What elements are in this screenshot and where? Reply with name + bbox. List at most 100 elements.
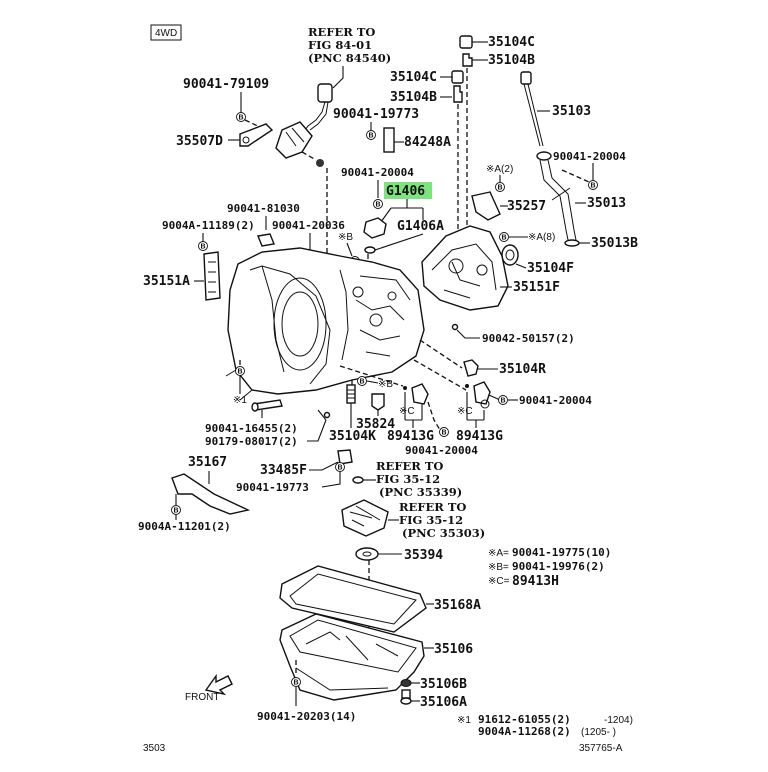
part-label-35013[interactable]: 35013 bbox=[587, 196, 626, 211]
part-label-35168A[interactable]: 35168A bbox=[434, 598, 481, 613]
plug-35104R-part[interactable] bbox=[463, 359, 479, 377]
part-label-90041-20004-bottom[interactable]: 90041-20004 bbox=[405, 444, 478, 457]
svg-text:B: B bbox=[360, 379, 365, 386]
dipstick-35103-part[interactable] bbox=[520, 71, 544, 147]
part-label-33485F[interactable]: 33485F bbox=[260, 463, 307, 478]
neutral-start-switch-part[interactable] bbox=[275, 83, 333, 159]
bolt-marker: B bbox=[235, 366, 245, 376]
legend: ※A= 90041-19775(10) ※B= 90041-19976(2) ※… bbox=[488, 546, 611, 589]
part-label-90041-20004-top[interactable]: 90041-20004 bbox=[341, 166, 414, 179]
part-label-90041-79109[interactable]: 90041-79109 bbox=[183, 77, 269, 92]
reference-line: (PNC 35339) bbox=[379, 485, 462, 499]
part-label-35257[interactable]: 35257 bbox=[507, 199, 546, 214]
part-label-35167[interactable]: 35167 bbox=[188, 455, 227, 470]
spring-35104K-part[interactable] bbox=[346, 384, 356, 404]
transmission-case-part[interactable] bbox=[225, 247, 425, 401]
part-label-90041-81030[interactable]: 90041-81030 bbox=[227, 202, 300, 215]
part-label-35507D[interactable]: 35507D bbox=[176, 134, 223, 149]
speed-sensor-89413G-left-part[interactable] bbox=[411, 383, 429, 405]
part-label-9004A-11189[interactable]: 9004A-11189(2) bbox=[162, 219, 255, 232]
reference-fig-35-12-b[interactable]: REFER TO FIG 35-12 (PNC 35303) bbox=[399, 500, 485, 540]
part-label-35104C-2[interactable]: 35104C bbox=[390, 70, 437, 85]
cap-35104C-2-part[interactable] bbox=[451, 70, 464, 84]
part-label-84248A[interactable]: 84248A bbox=[404, 135, 451, 150]
footnote-marker: ※1 bbox=[457, 715, 471, 726]
part-label-35104K[interactable]: 35104K bbox=[329, 429, 376, 444]
cover-35151A-part[interactable] bbox=[203, 251, 221, 301]
gasket-35106B-part[interactable] bbox=[400, 679, 412, 687]
highlighted-part-G1406[interactable]: G1406 bbox=[384, 182, 432, 199]
stiffener-35167-part[interactable] bbox=[171, 473, 251, 515]
oil-seal-35104F-part[interactable] bbox=[501, 244, 519, 266]
speed-sensor-89413G-right-part[interactable] bbox=[473, 381, 491, 409]
svg-text:B: B bbox=[502, 235, 507, 242]
bolt-marker: B bbox=[171, 505, 181, 515]
legend-value: 90041-19775(10) bbox=[512, 546, 611, 559]
sensor-G1406-part[interactable] bbox=[363, 217, 387, 254]
nipple-35104B-2-part[interactable] bbox=[453, 85, 463, 103]
marker-label-1: ※1 bbox=[233, 395, 247, 406]
bracket-84248A-part[interactable] bbox=[383, 127, 395, 153]
part-label-90041-20036[interactable]: 90041-20036 bbox=[272, 219, 345, 232]
part-label-90041-20203[interactable]: 90041-20203(14) bbox=[257, 710, 356, 723]
part-label-89413G-2[interactable]: 89413G bbox=[456, 429, 503, 444]
bolt-marker: B bbox=[499, 232, 509, 242]
part-label-90179-08017[interactable]: 90179-08017(2) bbox=[205, 435, 298, 448]
bolt-marker: B bbox=[198, 241, 208, 251]
manual-lever-part[interactable] bbox=[239, 123, 274, 147]
part-label-35106[interactable]: 35106 bbox=[434, 642, 473, 657]
part-label-35106A[interactable]: 35106A bbox=[420, 695, 467, 710]
bracket-33485F-part[interactable] bbox=[337, 449, 353, 465]
marker-label-A8: ※A(8) bbox=[528, 232, 555, 243]
bolt-marker: B bbox=[236, 112, 246, 122]
extension-housing-35151F-part[interactable] bbox=[421, 225, 509, 311]
part-label-90042-50157[interactable]: 90042-50157(2) bbox=[482, 332, 575, 345]
part-label-35104F[interactable]: 35104F bbox=[527, 261, 574, 276]
marker-label-B-2: ※B bbox=[378, 379, 393, 390]
drain-plug-35106A-part[interactable] bbox=[400, 689, 412, 705]
pin-90041-16455-part[interactable] bbox=[251, 399, 283, 412]
part-label-35394[interactable]: 35394 bbox=[404, 548, 443, 563]
variant-badge-text: 4WD bbox=[155, 28, 177, 39]
plug-35824-part[interactable] bbox=[371, 393, 385, 411]
part-label-90041-20004-r2[interactable]: 90041-20004 bbox=[519, 394, 592, 407]
part-label-35151F[interactable]: 35151F bbox=[513, 280, 560, 295]
reference-line: FIG 35-12 bbox=[399, 513, 463, 527]
oil-pan-35106-part[interactable] bbox=[279, 613, 425, 701]
plate-35257-part[interactable] bbox=[471, 191, 501, 221]
filler-tube-35013-part[interactable] bbox=[536, 151, 577, 241]
reference-fig-35-12-a[interactable]: REFER TO FIG 35-12 (PNC 35339) bbox=[376, 459, 462, 499]
gasket-35168A-part[interactable] bbox=[279, 565, 427, 633]
part-label-35103[interactable]: 35103 bbox=[552, 104, 591, 119]
part-label-35151A[interactable]: 35151A bbox=[143, 274, 190, 289]
part-label-90041-20004-right[interactable]: 90041-20004 bbox=[553, 150, 626, 163]
part-label-35106B[interactable]: 35106B bbox=[420, 677, 467, 692]
part-label-35104B[interactable]: 35104B bbox=[488, 53, 535, 68]
svg-text:B: B bbox=[591, 183, 596, 190]
bolt-marker: B bbox=[495, 182, 505, 192]
part-label-35104C[interactable]: 35104C bbox=[488, 35, 535, 50]
front-arrow-icon bbox=[204, 673, 233, 696]
part-label-G1406A[interactable]: G1406A bbox=[397, 219, 444, 234]
nipple-35104B-part[interactable] bbox=[462, 53, 473, 67]
part-label-35824[interactable]: 35824 bbox=[356, 417, 395, 432]
oil-strainer-part[interactable] bbox=[341, 499, 389, 537]
part-label-90041-16455[interactable]: 90041-16455(2) bbox=[205, 422, 298, 435]
legend-value: 89413H bbox=[512, 574, 559, 589]
part-label-35104B-2[interactable]: 35104B bbox=[390, 90, 437, 105]
part-label-90041-19773[interactable]: 90041-19773 bbox=[333, 107, 419, 122]
reference-fig-84-01[interactable]: REFER TO FIG 84-01 (PNC 84540) bbox=[308, 25, 391, 89]
marker-label-A2: ※A(2) bbox=[486, 164, 513, 175]
part-label-35013B[interactable]: 35013B bbox=[591, 236, 638, 251]
clamp-part[interactable] bbox=[257, 233, 275, 247]
part-label-90041-19773-bottom[interactable]: 90041-19773 bbox=[236, 481, 309, 494]
part-label-89413G[interactable]: 89413G bbox=[387, 429, 434, 444]
part-label-35104R[interactable]: 35104R bbox=[499, 362, 546, 377]
magnet-35394-part[interactable] bbox=[355, 547, 379, 561]
part-label-9004A-11201[interactable]: 9004A-11201(2) bbox=[138, 520, 231, 533]
bolt-marker: B bbox=[373, 199, 383, 209]
cap-35104C-part[interactable] bbox=[459, 35, 473, 49]
bolt-marker: B bbox=[357, 376, 367, 386]
part-label-G1406[interactable]: G1406 bbox=[386, 184, 425, 199]
